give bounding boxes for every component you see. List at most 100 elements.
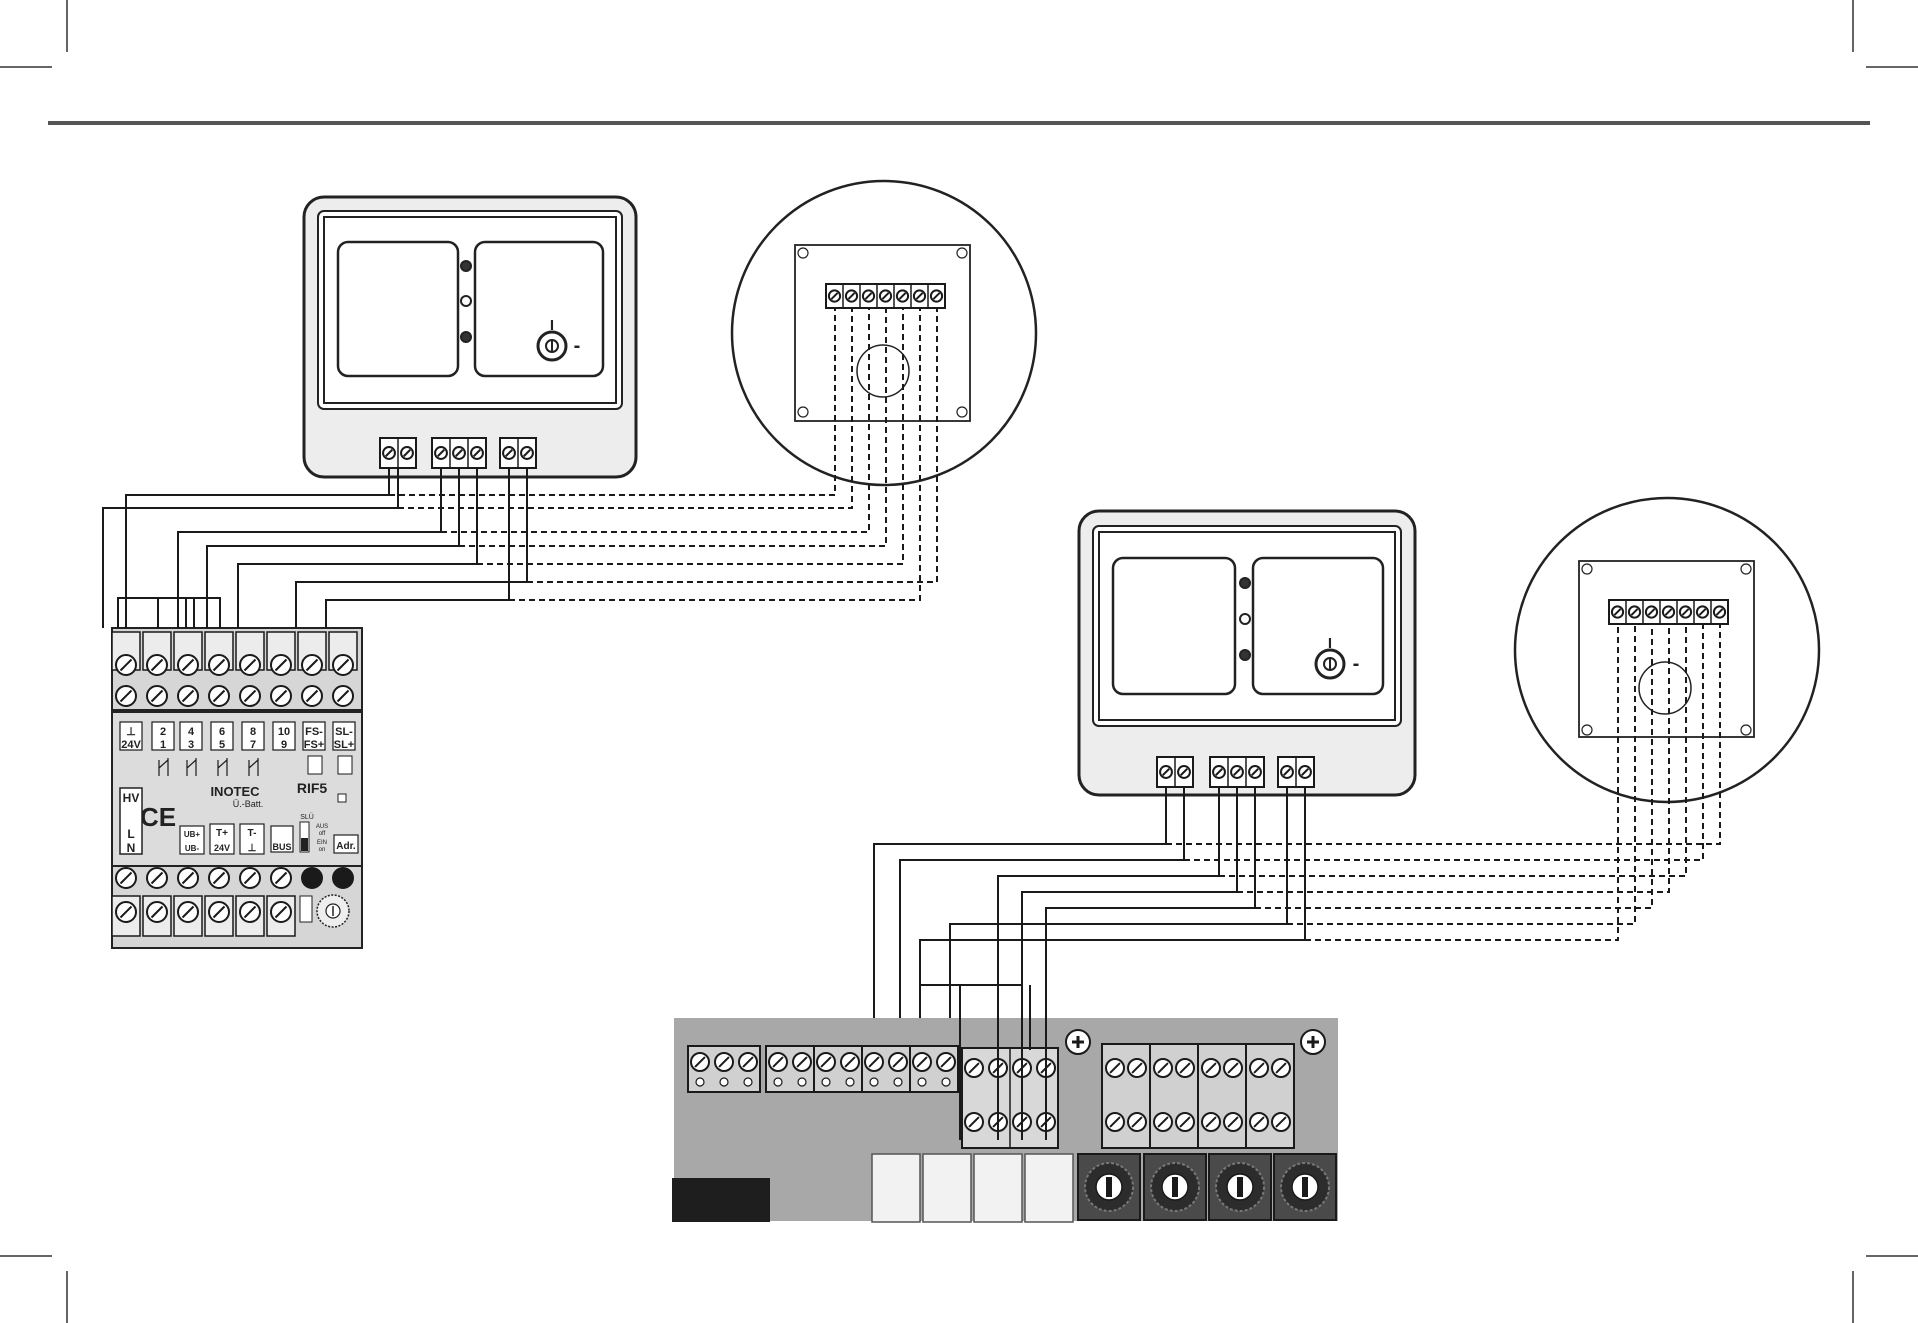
screw-terminal bbox=[846, 290, 857, 301]
screw-terminal bbox=[116, 655, 136, 675]
screw-terminal bbox=[829, 290, 840, 301]
board-terminal-block bbox=[910, 1046, 958, 1092]
screw-terminal bbox=[209, 655, 229, 675]
screw-terminal bbox=[240, 902, 260, 922]
terminal-block bbox=[1278, 757, 1314, 787]
screw-terminal bbox=[769, 1053, 787, 1071]
rif5-terminal-label-bottom: 9 bbox=[281, 739, 287, 751]
panel-1-terminals bbox=[380, 438, 536, 468]
relay-module bbox=[923, 1154, 971, 1222]
screw-terminal bbox=[471, 447, 483, 459]
screw-terminal bbox=[937, 1053, 955, 1071]
aus-label: AUS bbox=[316, 824, 328, 830]
detail-circle-2 bbox=[1515, 498, 1819, 802]
screw-terminal bbox=[1231, 766, 1243, 778]
screw-terminal bbox=[965, 1113, 983, 1131]
screw-terminal bbox=[1612, 606, 1623, 617]
terminal-block bbox=[1609, 600, 1728, 624]
screw-terminal bbox=[863, 290, 874, 301]
terminal-block bbox=[500, 438, 536, 468]
screw-terminal bbox=[1281, 766, 1293, 778]
screw-terminal bbox=[691, 1053, 709, 1071]
screw-terminal bbox=[1714, 606, 1725, 617]
screw-terminal bbox=[209, 686, 229, 706]
screw-terminal bbox=[1629, 606, 1640, 617]
slu-label: SLÜ bbox=[300, 813, 314, 821]
screw-terminal bbox=[240, 686, 260, 706]
t-plus-label: T+ bbox=[216, 828, 228, 839]
status-panel-2: I - bbox=[1079, 511, 1415, 795]
rif5-terminal-label-bottom: FS+ bbox=[304, 739, 324, 751]
t-24v-label: 24V bbox=[214, 843, 230, 853]
key-on-label: I bbox=[550, 317, 554, 334]
t-ground-label: ⊥ bbox=[248, 843, 257, 854]
screw-terminal bbox=[240, 868, 260, 888]
screw-terminal bbox=[1154, 1059, 1172, 1077]
rif5-terminal-label-bottom: 1 bbox=[160, 739, 166, 751]
screw-terminal bbox=[880, 290, 891, 301]
detail-2-terminal-block bbox=[1609, 600, 1728, 624]
hv-label: HV bbox=[123, 791, 140, 805]
l-label: L bbox=[127, 827, 134, 841]
screw-terminal bbox=[1106, 1113, 1124, 1131]
screw-terminal bbox=[889, 1053, 907, 1071]
screw-terminal bbox=[178, 686, 198, 706]
screw-terminal bbox=[271, 902, 291, 922]
screw-terminal bbox=[1249, 766, 1261, 778]
screw-terminal bbox=[1106, 1059, 1124, 1077]
screw-terminal bbox=[1176, 1113, 1194, 1131]
fuse-holder bbox=[1078, 1154, 1140, 1220]
ub-plus-label: UB+ bbox=[184, 830, 201, 839]
screw-terminal bbox=[240, 655, 260, 675]
screw-terminal bbox=[383, 447, 395, 459]
screw-terminal bbox=[1213, 766, 1225, 778]
screw-terminal bbox=[271, 686, 291, 706]
screw-terminal bbox=[333, 686, 353, 706]
screw-terminal bbox=[1680, 606, 1691, 617]
off-label: off bbox=[319, 831, 326, 837]
screw-terminal bbox=[914, 290, 925, 301]
screw-terminal bbox=[503, 447, 515, 459]
screw-terminal bbox=[271, 655, 291, 675]
screw-terminal bbox=[302, 686, 322, 706]
screw-terminal bbox=[913, 1053, 931, 1071]
terminal-block bbox=[380, 438, 416, 468]
relay-module bbox=[872, 1154, 920, 1222]
rif5-terminal-label-bottom: 3 bbox=[188, 739, 194, 751]
rif5-terminal-label-bottom: 7 bbox=[250, 739, 256, 751]
screw-terminal bbox=[521, 447, 533, 459]
screw-terminal bbox=[147, 686, 167, 706]
rif5-terminal-label-top: ⊥ bbox=[126, 726, 136, 738]
panel-2-terminals bbox=[1157, 757, 1314, 787]
relay-module bbox=[974, 1154, 1022, 1222]
key-on-label: I bbox=[1328, 635, 1332, 652]
screw-terminal bbox=[116, 686, 136, 706]
screw-terminal bbox=[116, 868, 136, 888]
board-terminal-block bbox=[688, 1046, 760, 1092]
screw-terminal bbox=[1160, 766, 1172, 778]
screw-terminal bbox=[401, 447, 413, 459]
screw-terminal bbox=[147, 902, 167, 922]
screw-terminal bbox=[1178, 766, 1190, 778]
ce-mark: CE bbox=[140, 802, 176, 832]
terminal-block bbox=[1157, 757, 1193, 787]
plus-icon bbox=[1066, 1030, 1090, 1054]
screw-terminal bbox=[841, 1053, 859, 1071]
rif5-terminal-label-top: SL- bbox=[335, 726, 353, 738]
screw-terminal bbox=[865, 1053, 883, 1071]
screw-terminal bbox=[435, 447, 447, 459]
terminal-block bbox=[432, 438, 486, 468]
screw-terminal bbox=[1224, 1059, 1242, 1077]
ein-label: EIN bbox=[317, 840, 327, 846]
board-terminal-block bbox=[814, 1046, 862, 1092]
fuse-holder bbox=[1274, 1154, 1336, 1220]
on-label: on bbox=[319, 847, 326, 853]
rif5-terminal-label-bottom: SL+ bbox=[334, 739, 354, 751]
screw-terminal bbox=[1154, 1113, 1172, 1131]
batt-label: Ü.-Batt. bbox=[233, 799, 264, 809]
screw-terminal bbox=[178, 902, 198, 922]
plus-icon bbox=[1301, 1030, 1325, 1054]
ub-minus-label: UB- bbox=[185, 844, 200, 853]
